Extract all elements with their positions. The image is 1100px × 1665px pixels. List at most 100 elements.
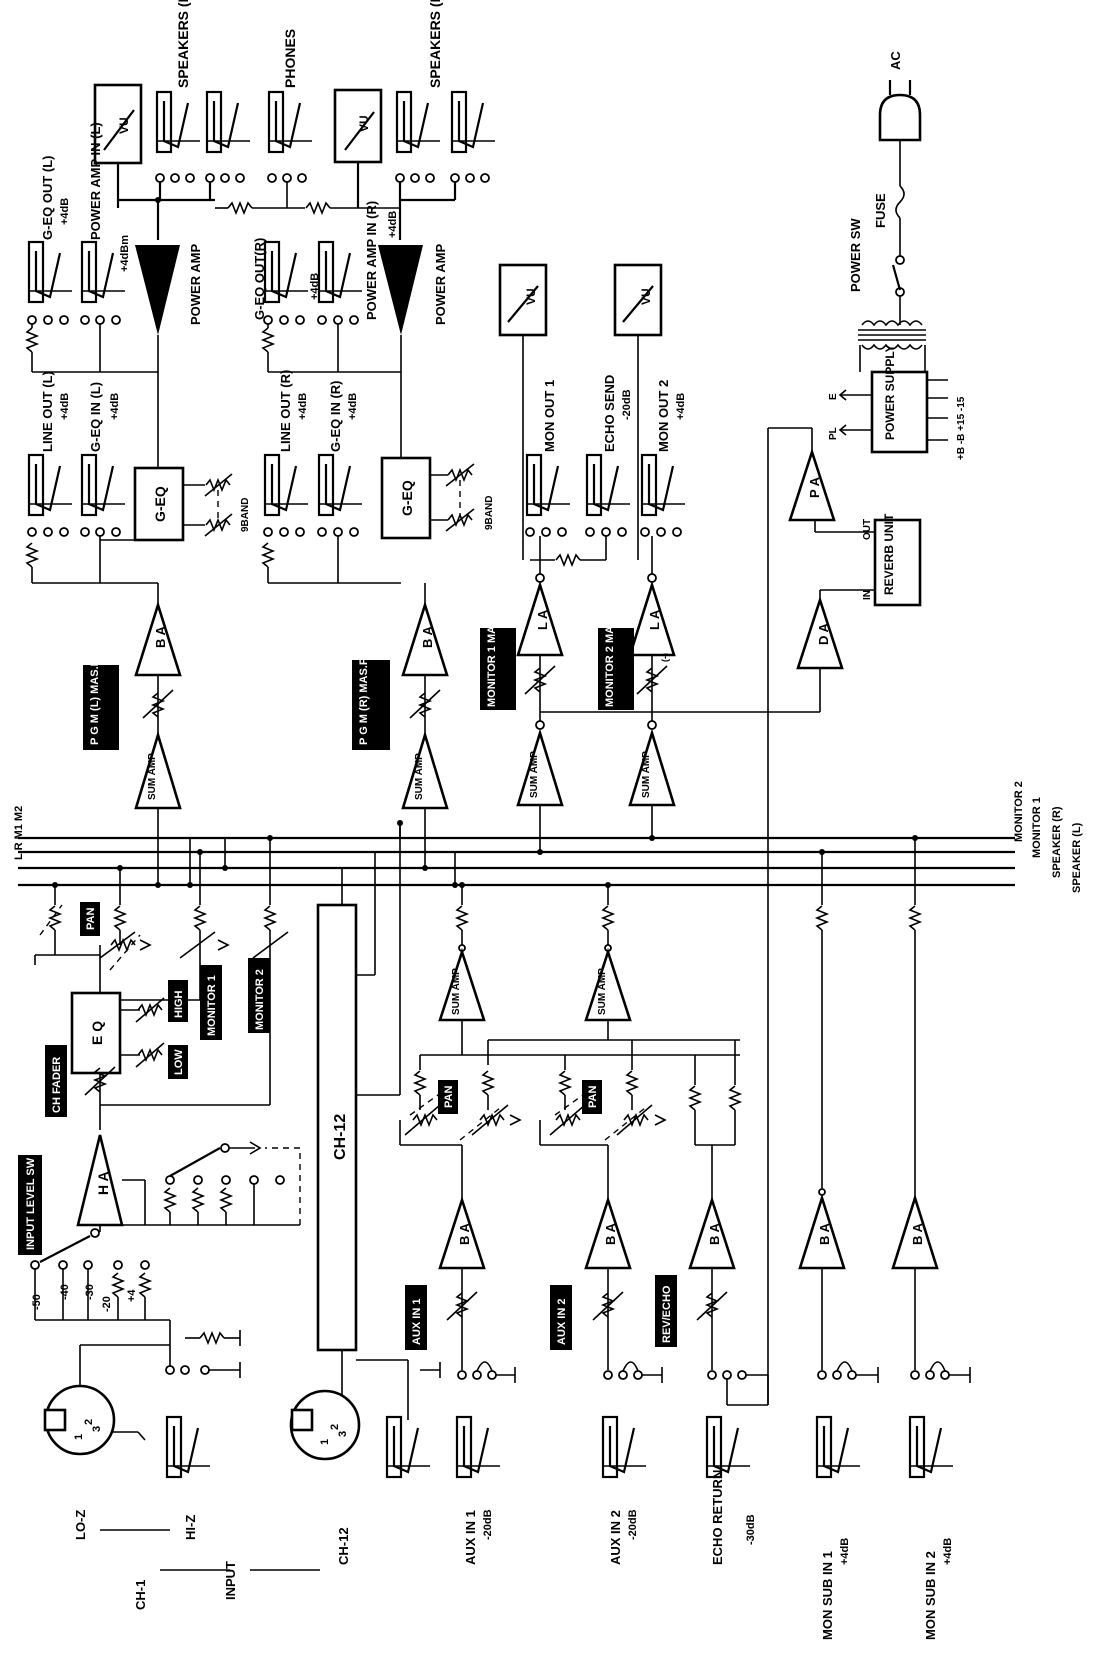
vu-meter-l: VU (93, 83, 143, 165)
svg-text:P G M (L) MAS.FADER: P G M (L) MAS.FADER (89, 629, 101, 745)
ch-fader (84, 1066, 116, 1130)
g-eq-out-l-level: +4dB (59, 198, 71, 225)
speakers-l-label: SPEAKERS (L) (175, 0, 191, 88)
aux-in-2-level: -20dB (627, 1509, 639, 1540)
svg-text:(-): (-) (660, 653, 670, 662)
svg-text:PAN: PAN (85, 908, 97, 930)
speakers-r-jacks (395, 90, 497, 183)
svg-text:VU: VU (524, 288, 538, 305)
svg-text:MONITOR 1 MAS.FADER: MONITOR 1 MAS.FADER (486, 578, 498, 707)
input-level-tap-3: -20 (101, 1296, 113, 1312)
svg-text:VU: VU (357, 115, 371, 132)
svg-text:H A: H A (95, 1171, 111, 1195)
power-amp-in-r-label: POWER AMP IN (R) (364, 201, 379, 320)
svg-text:VU: VU (639, 288, 653, 305)
svg-text:LOW: LOW (173, 1049, 185, 1075)
aux-in-1-label: AUX IN 1 (463, 1510, 478, 1565)
speakers-r-label: SPEAKERS (R) (427, 0, 443, 88)
reverb-out-label: OUT (862, 519, 873, 540)
svg-text:B A: B A (603, 1222, 618, 1245)
svg-text:REV/ECHO: REV/ECHO (661, 1285, 673, 1343)
speaker-wiring (116, 162, 457, 240)
phones-jacks (267, 90, 314, 183)
ch-1-label: CH-1 (133, 1580, 148, 1610)
input-level-tap-1: -40 (59, 1284, 71, 1300)
mon-sub-in-2-label: MON SUB IN 2 (923, 1551, 938, 1640)
svg-text:PAN: PAN (587, 1086, 599, 1108)
mon-out-2-label: MON OUT 2 (656, 380, 671, 452)
vu-meter-phones: VU (333, 88, 383, 164)
monitor-2-send-label: MONITOR 2 (248, 958, 270, 1033)
echo-return-chain: B A (688, 1040, 769, 1479)
svg-text:CH-12: CH-12 (332, 1114, 349, 1160)
echo-return-label: ECHO RETURN (710, 1470, 725, 1565)
svg-text:B A: B A (457, 1222, 472, 1245)
aux-in-1-level: -20dB (482, 1509, 494, 1540)
aux-in-1-chain: SUM AMP B A (399, 882, 740, 1479)
g-eq-out-r-jacks (262, 240, 402, 373)
svg-text:B A: B A (817, 1222, 832, 1245)
g-eq-out-l-jacks (26, 240, 159, 373)
g-eq-in-l-label: G-EQ IN (L) (88, 382, 103, 452)
input-level-sw-label: INPUT LEVEL SW (18, 1155, 42, 1255)
monitor-2-fader-label: MONITOR 2 MAS.FADER (598, 578, 634, 710)
la-amp-mon-1: L A (516, 580, 564, 730)
power-amp-in-r-level: +4dB (387, 211, 399, 238)
svg-text:MONITOR 1: MONITOR 1 (206, 975, 218, 1036)
svg-text:CH FADER: CH FADER (51, 1057, 63, 1113)
g-eq-out-r-level: +4dB (309, 273, 321, 300)
svg-text:L A: L A (647, 609, 662, 630)
vu-meter-mon-2: VU (613, 263, 663, 337)
svg-text:E Q: E Q (89, 1021, 105, 1045)
g-eq-in-l-level: +4dB (109, 393, 121, 420)
reverb-in-label: IN (862, 590, 873, 600)
mon-sub-in-1-chain: B A (798, 849, 879, 1479)
eq-block: E Q (70, 991, 165, 1075)
aux-in-2-fader-label: AUX IN 2 (550, 1285, 572, 1350)
power-amp-l (135, 245, 180, 335)
g-eq-l-9band: 9BAND (240, 498, 251, 532)
input-level-tap-4: +4 (126, 1289, 138, 1302)
pan-label-ch: PAN (80, 902, 100, 936)
mon-sub-in-1-label: MON SUB IN 1 (820, 1551, 835, 1640)
bus-label-monitor-2: MONITOR 2 (1013, 781, 1025, 842)
power-amp-in-l-level: +4dBm (119, 235, 131, 272)
g-eq-l-block: G-EQ (133, 372, 233, 542)
svg-text:SUM AMP: SUM AMP (597, 968, 608, 1015)
ch-12-xlr-pin-3: 3 (337, 1431, 349, 1437)
power-supply-section: POWER SUPPLY E PL +B -B +15 -15 (828, 80, 967, 460)
bus-label-monitor-1: MONITOR 1 (1031, 797, 1043, 858)
svg-text:VU: VU (117, 117, 131, 134)
ps-pl-label: PL (828, 427, 839, 440)
aux-in-1-fader-label: AUX IN 1 (405, 1285, 427, 1350)
high-label: HIGH (168, 980, 188, 1022)
echo-return-level: -30dB (745, 1514, 757, 1545)
pan-label-aux-1: PAN (438, 1080, 458, 1114)
g-eq-out-r-label: G-EQ OUT(R) (252, 238, 267, 320)
bus-lines (18, 836, 1015, 887)
power-amp-r-label: POWER AMP (433, 244, 448, 325)
master-bus-taps (187, 820, 458, 888)
monitor-1-fader-label: MONITOR 1 MAS.FADER (480, 578, 516, 710)
ch-1-hi-z-jack (165, 1320, 241, 1479)
ch-1-xlr-input: 1 2 3 (43, 1344, 170, 1456)
svg-text:SUM AMP: SUM AMP (451, 968, 462, 1015)
ac-label: AC (888, 51, 903, 70)
ch-12-xlr-pin-2: 2 (329, 1424, 341, 1430)
svg-text:AUX IN 2: AUX IN 2 (556, 1299, 568, 1345)
vu-meter-mon-1: VU (498, 263, 548, 337)
sum-amp-pgm-l: SUM AMP (134, 730, 182, 888)
ch-12-xlr-pin-1: 1 (319, 1439, 331, 1445)
svg-text:AUX IN 1: AUX IN 1 (411, 1299, 423, 1345)
bus-label-speaker-r: SPEAKER (R) (1051, 806, 1063, 878)
line-out-r-level: +4dB (297, 393, 309, 420)
g-eq-r-9band: 9BAND (484, 496, 495, 530)
svg-text:B A: B A (707, 1222, 722, 1245)
svg-text:MONITOR 2: MONITOR 2 (254, 969, 266, 1030)
g-eq-in-r-label: G-EQ IN (R) (328, 381, 343, 453)
svg-text:PAN: PAN (443, 1086, 455, 1108)
power-sw-label: POWER SW (848, 218, 863, 292)
input-pad-network (30, 1260, 170, 1321)
svg-text:B A: B A (910, 1222, 925, 1245)
